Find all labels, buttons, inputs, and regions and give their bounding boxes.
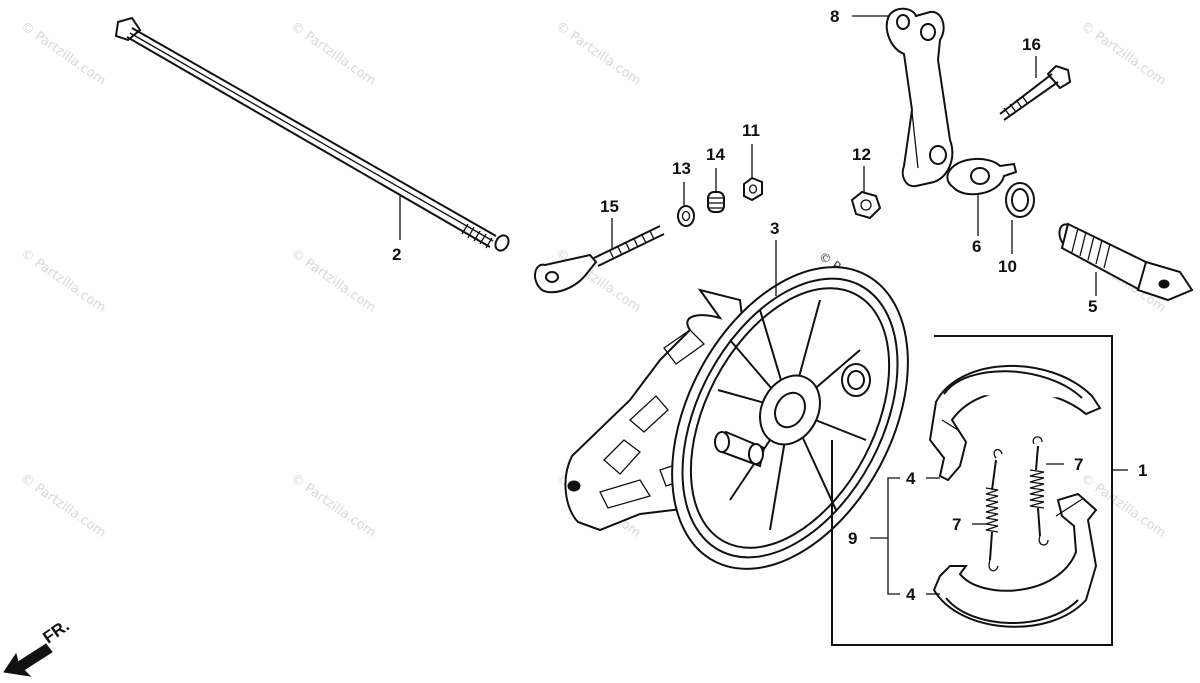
callout-1[interactable]: 1 xyxy=(1138,461,1147,480)
part-brake-cam[interactable] xyxy=(1056,222,1194,302)
front-direction-label: FR. xyxy=(39,616,72,647)
watermark: © Partzilla.com xyxy=(1078,19,1169,89)
callout-4-lower[interactable]: 4 xyxy=(906,585,916,604)
brake-cam-spline xyxy=(1071,227,1111,269)
axle-thread xyxy=(461,223,493,249)
part-brake-panel[interactable] xyxy=(564,227,956,609)
part-brake-spring-left[interactable] xyxy=(985,449,1003,572)
callout-6[interactable]: 6 xyxy=(972,237,981,256)
watermark: © Partzilla.com xyxy=(18,471,109,541)
part-brake-spring-right[interactable] xyxy=(1029,436,1049,546)
part-spring-14[interactable] xyxy=(707,191,725,213)
part-brake-shoe-lower[interactable] xyxy=(932,492,1098,628)
callout-7-right[interactable]: 7 xyxy=(1074,455,1083,474)
part-felt-seal[interactable] xyxy=(1005,182,1035,218)
watermark: © Partzilla.com xyxy=(553,19,644,89)
callout-7-left[interactable]: 7 xyxy=(952,515,961,534)
part-nut-11[interactable] xyxy=(743,176,763,202)
part-nut-12[interactable] xyxy=(850,190,882,220)
eye-bolt-thread xyxy=(609,230,655,260)
watermark: © Partzilla.com xyxy=(18,246,109,316)
callout-15[interactable]: 15 xyxy=(600,197,619,216)
callout-3[interactable]: 3 xyxy=(770,219,779,238)
part-brake-rod-eye-bolt[interactable] xyxy=(534,225,665,294)
callout-9[interactable]: 9 xyxy=(848,529,857,548)
callout-8[interactable]: 8 xyxy=(830,7,839,26)
part-arm-bolt[interactable] xyxy=(999,64,1072,121)
spring-coils-left xyxy=(985,487,999,533)
part-washer-13[interactable] xyxy=(677,205,695,227)
front-direction-indicator: FR. xyxy=(3,616,73,677)
watermark: © Partzilla.com xyxy=(18,19,109,89)
spring-coils-right xyxy=(1029,469,1045,509)
arm-bolt-thread xyxy=(1003,95,1029,117)
part-brake-shoe-upper[interactable] xyxy=(928,364,1102,482)
callout-14[interactable]: 14 xyxy=(706,145,725,164)
watermark: © Partzilla.com xyxy=(288,471,379,541)
part-brake-arm[interactable] xyxy=(885,7,954,188)
leader-lines xyxy=(399,15,1128,595)
watermark: © Partzilla.com xyxy=(288,19,379,89)
watermark: © Partzilla.com xyxy=(288,246,379,316)
callout-2[interactable]: 2 xyxy=(392,245,401,264)
callout-12[interactable]: 12 xyxy=(852,145,871,164)
front-arrow-icon xyxy=(3,643,53,677)
callout-labels: 1 2 3 4 4 5 6 7 7 8 9 10 11 12 13 14 15 … xyxy=(392,7,1147,604)
brake-shoe-set-box xyxy=(831,335,1113,646)
callout-13[interactable]: 13 xyxy=(672,159,691,178)
callout-4-upper[interactable]: 4 xyxy=(906,469,916,488)
callout-16[interactable]: 16 xyxy=(1022,35,1041,54)
callout-10[interactable]: 10 xyxy=(998,257,1017,276)
part-wear-indicator-plate[interactable] xyxy=(946,158,1018,196)
callout-11[interactable]: 11 xyxy=(742,121,760,140)
callout-5[interactable]: 5 xyxy=(1088,297,1097,316)
part-axle[interactable] xyxy=(114,16,511,253)
